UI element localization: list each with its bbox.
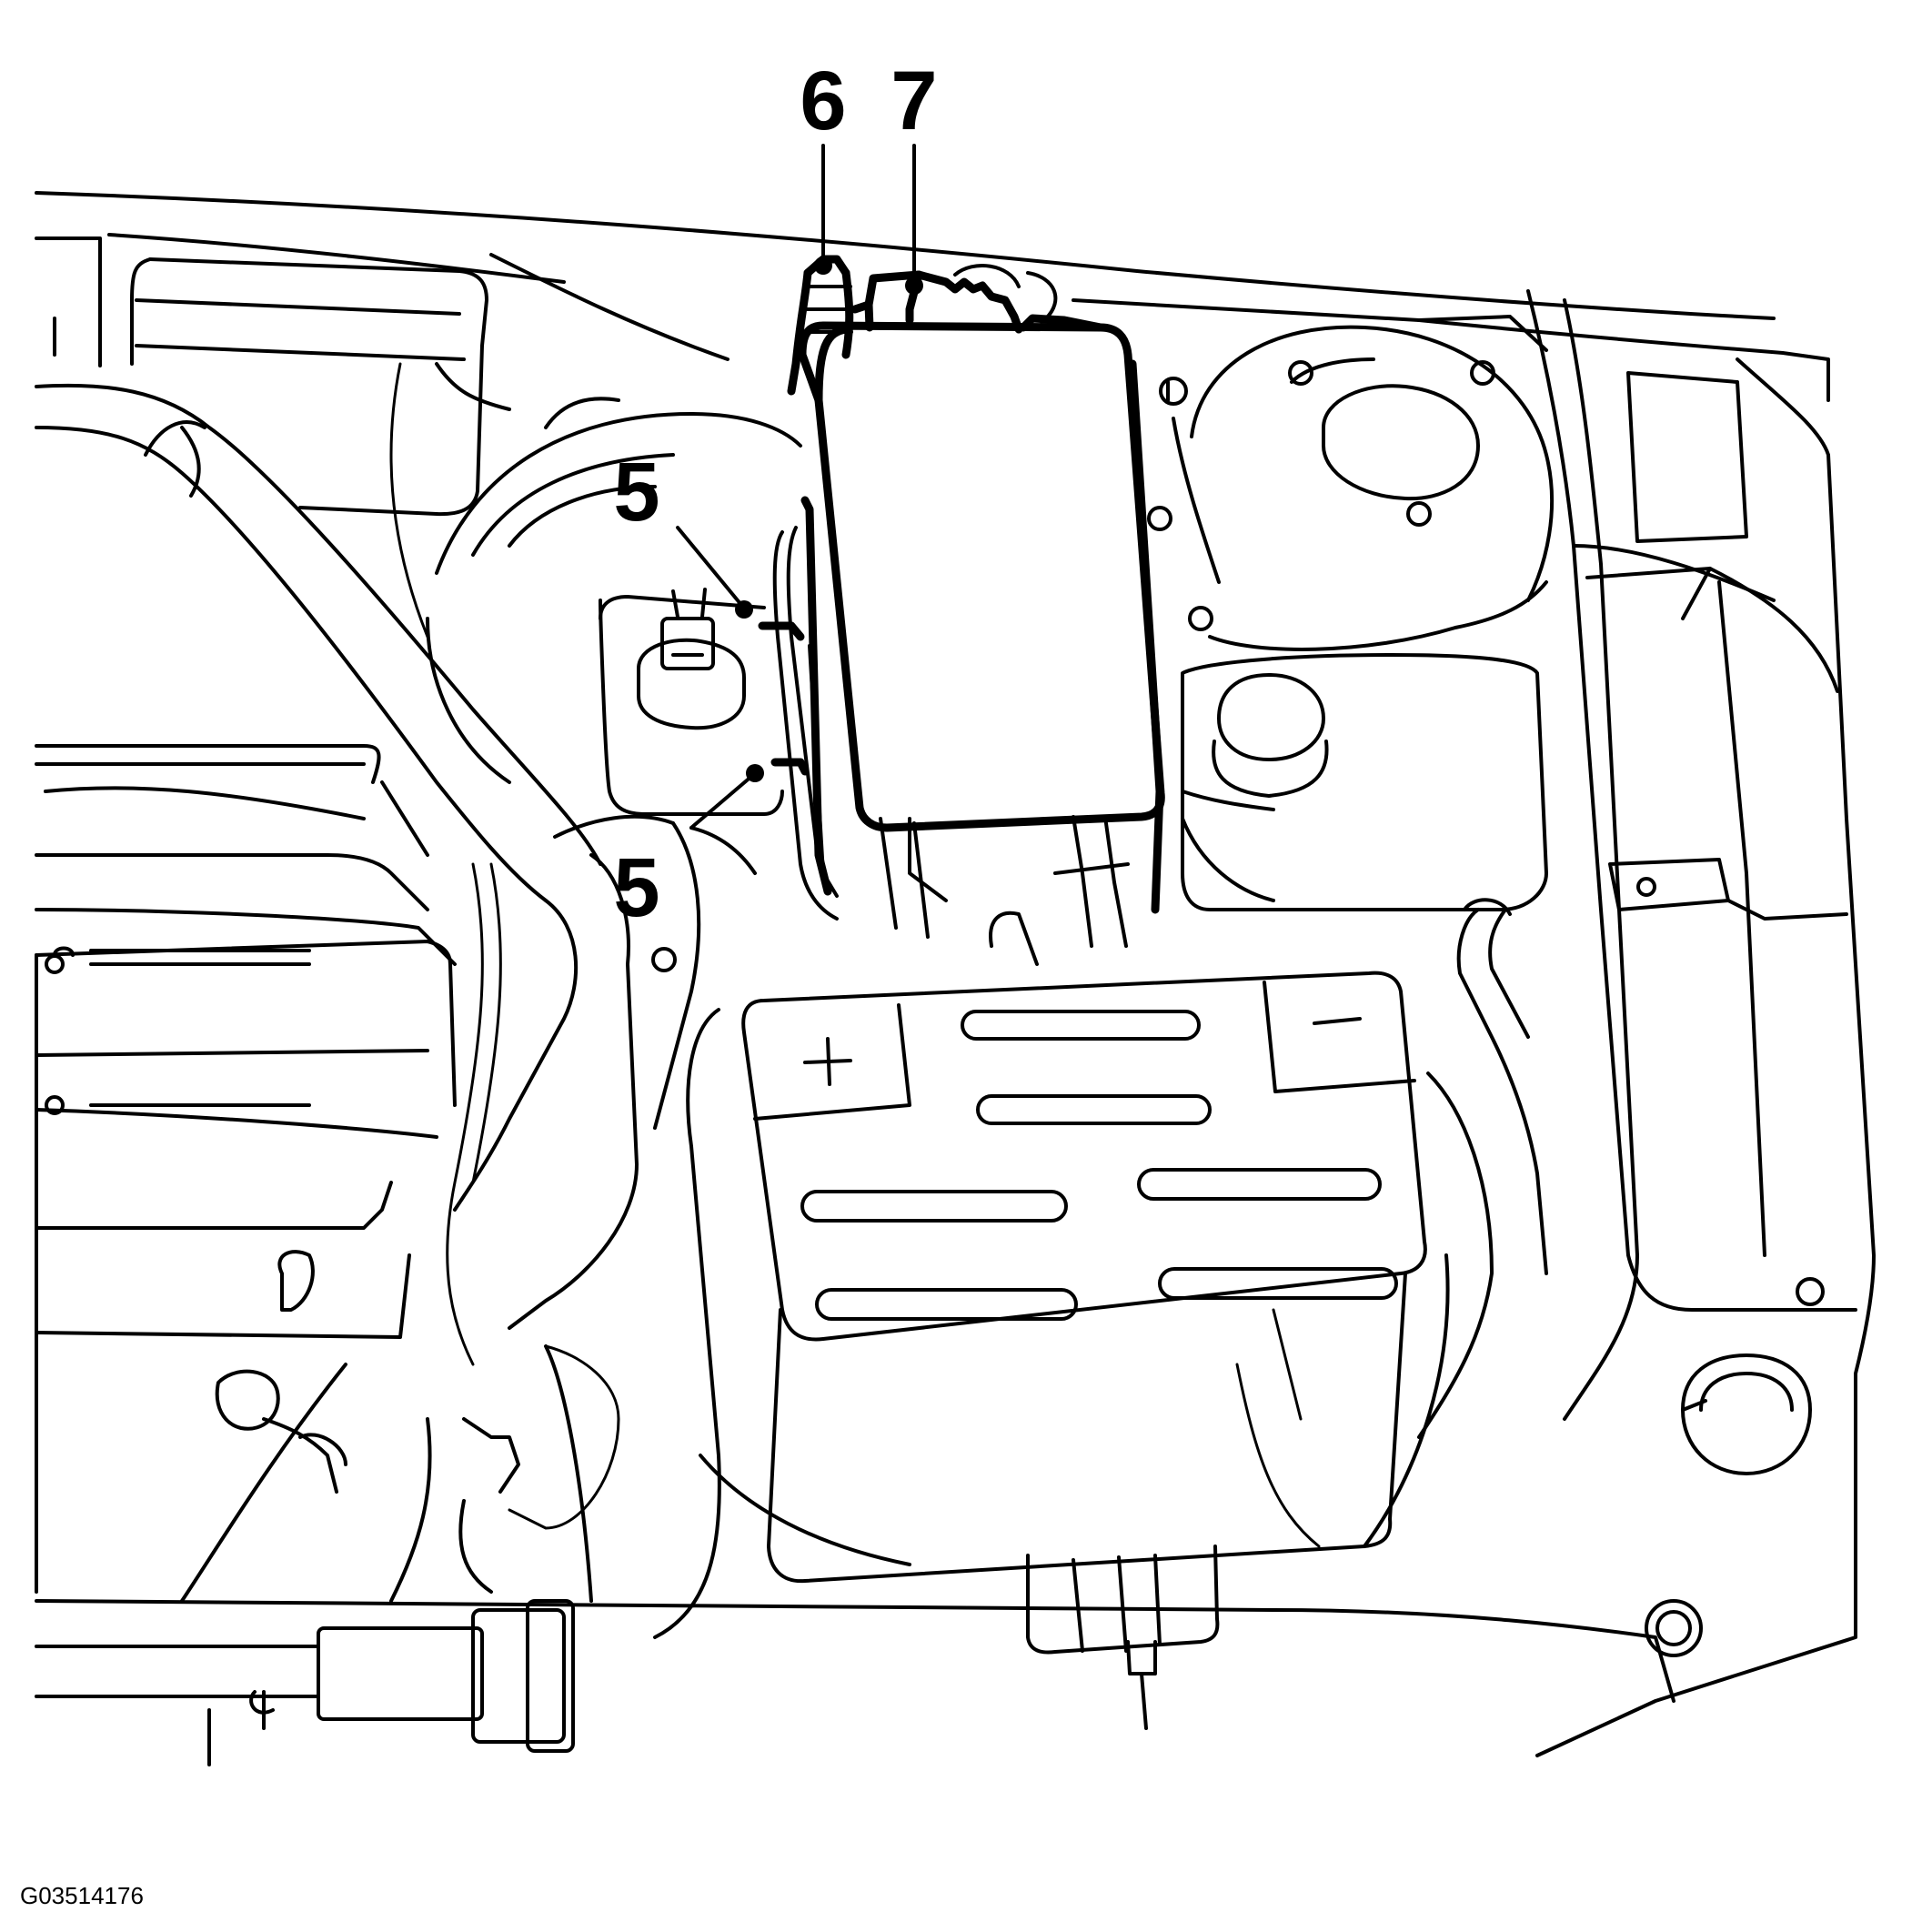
brake-lines bbox=[689, 526, 839, 921]
callout-leaders bbox=[676, 144, 923, 830]
battery-tray bbox=[653, 1008, 1494, 1730]
engine-left bbox=[35, 744, 457, 1585]
right-hose bbox=[1456, 898, 1548, 1275]
callout-6: 6 bbox=[800, 55, 846, 147]
callout-5-lower: 5 bbox=[613, 841, 659, 934]
air-filter-housing bbox=[53, 253, 730, 517]
control-unit-box bbox=[798, 264, 1165, 966]
brake-booster bbox=[426, 397, 802, 784]
coolant-reservoir bbox=[1181, 653, 1548, 911]
brake-fluid-reservoir bbox=[599, 588, 784, 816]
lower-left-assembly bbox=[35, 1344, 593, 1766]
callout-7: 7 bbox=[891, 55, 937, 147]
callout-5-upper: 5 bbox=[613, 446, 659, 538]
figure-id: G03514176 bbox=[20, 1882, 144, 1909]
inner-fender bbox=[1526, 289, 1857, 1657]
bolts bbox=[651, 377, 1213, 972]
body-outline bbox=[35, 191, 1876, 1757]
battery bbox=[741, 971, 1427, 1584]
wiring bbox=[389, 362, 1321, 1548]
strut-tower bbox=[1172, 325, 1555, 651]
